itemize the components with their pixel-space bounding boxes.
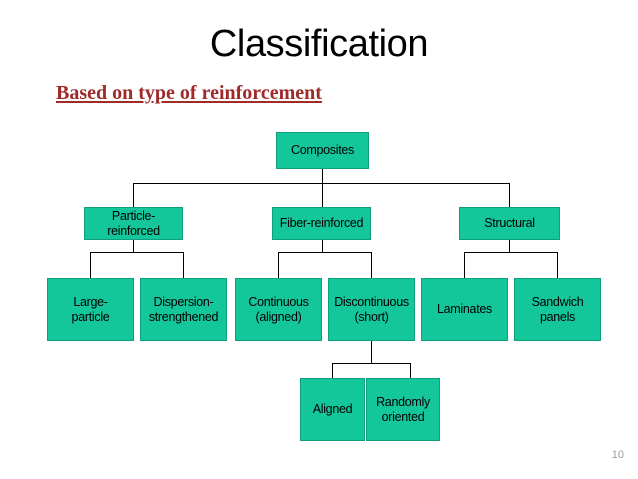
- connector-to-large-particle: [90, 252, 91, 278]
- connector-level2-bus: [133, 183, 509, 184]
- node-sandwich-panels-line2: panels: [539, 309, 576, 324]
- connector-structural-bus: [464, 252, 558, 253]
- node-continuous-aligned[interactable]: Continuous (aligned): [235, 278, 322, 341]
- connector-fiber-bus: [278, 252, 372, 253]
- node-laminates-label: Laminates: [437, 302, 492, 316]
- connector-to-fiber-reinforced: [322, 183, 323, 207]
- node-composites-label: Composites: [291, 143, 354, 157]
- node-discontinuous-short-line2: (short): [354, 309, 389, 324]
- node-particle-reinforced-label: Particle-reinforced: [107, 208, 160, 238]
- node-fiber-reinforced-label: Fiber-reinforced: [279, 216, 364, 230]
- node-aligned-label: Aligned: [312, 402, 353, 416]
- connector-particle-bus: [90, 252, 184, 253]
- node-structural[interactable]: Structural: [459, 207, 560, 240]
- connector-to-structural: [509, 183, 510, 207]
- connector-to-sandwich-panels: [557, 252, 558, 278]
- connector-structural-down: [509, 240, 510, 252]
- connector-to-particle-reinforced: [133, 183, 134, 207]
- node-dispersion-strengthened[interactable]: Dispersion- strengthened: [140, 278, 227, 341]
- connector-to-dispersion-strengthened: [183, 252, 184, 278]
- page-title: Classification: [209, 23, 429, 65]
- node-fiber-reinforced[interactable]: Fiber-reinforced: [272, 207, 371, 240]
- connector-discontinuous-down: [371, 341, 372, 363]
- node-composites[interactable]: Composites: [276, 132, 369, 169]
- node-randomly-oriented-line2: oriented: [381, 409, 425, 424]
- connector-to-continuous: [278, 252, 279, 278]
- node-large-particle-line1: Large-: [73, 294, 108, 309]
- connector-to-aligned: [332, 363, 333, 378]
- connector-composites-down: [322, 169, 323, 183]
- node-particle-reinforced[interactable]: Particle-reinforced: [84, 207, 183, 240]
- connector-to-discontinuous: [371, 252, 372, 278]
- node-continuous-aligned-line2: (aligned): [255, 309, 302, 324]
- node-dispersion-strengthened-line2: strengthened: [148, 309, 219, 324]
- node-discontinuous-short-line1: Discontinuous: [334, 294, 409, 309]
- node-discontinuous-short[interactable]: Discontinuous (short): [328, 278, 415, 341]
- node-sandwich-panels[interactable]: Sandwich panels: [514, 278, 601, 341]
- connector-level4-bus: [332, 363, 411, 364]
- node-continuous-aligned-line1: Continuous: [248, 294, 309, 309]
- connector-particle-down: [133, 240, 134, 252]
- node-dispersion-strengthened-line1: Dispersion-: [153, 294, 214, 309]
- node-randomly-oriented-line1: Randomly: [376, 394, 430, 409]
- node-laminates[interactable]: Laminates: [421, 278, 508, 341]
- node-randomly-oriented[interactable]: Randomly oriented: [366, 378, 440, 441]
- slide-subtitle: Based on type of reinforcement: [56, 82, 322, 104]
- node-aligned[interactable]: Aligned: [300, 378, 365, 441]
- page-number: 10: [611, 449, 624, 461]
- connector-fiber-down: [322, 240, 323, 252]
- node-sandwich-panels-line1: Sandwich: [531, 294, 584, 309]
- node-large-particle[interactable]: Large- particle: [47, 278, 134, 341]
- node-structural-label: Structural: [484, 216, 535, 230]
- node-large-particle-line2: particle: [71, 309, 110, 324]
- connector-to-randomly-oriented: [410, 363, 411, 378]
- connector-to-laminates: [464, 252, 465, 278]
